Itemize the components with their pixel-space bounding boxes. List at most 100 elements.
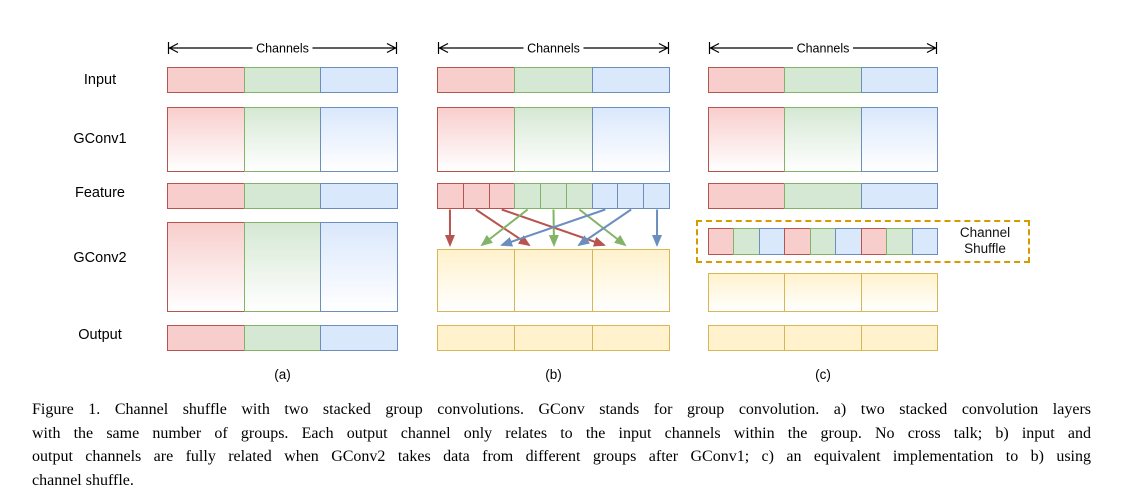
channels-label: Channels xyxy=(797,42,850,56)
channel-group-green xyxy=(565,183,593,209)
input-bar xyxy=(167,67,399,93)
channel-group-green xyxy=(784,183,862,209)
gconv2-bar xyxy=(167,222,399,312)
output-bar xyxy=(708,325,938,351)
channel-group-blue xyxy=(320,67,399,93)
output-bar xyxy=(167,325,399,351)
channel-group-red xyxy=(708,228,735,255)
channel-group-yellow xyxy=(860,273,938,312)
channel-group-green xyxy=(243,325,322,351)
row-label-output: Output xyxy=(78,327,122,343)
channel-group-green xyxy=(784,67,862,93)
row-label-input: Input xyxy=(83,72,117,88)
shuffle-arrows xyxy=(444,208,663,247)
channel-shuffle-label-line2: Shuffle xyxy=(964,240,1006,256)
channel-group-green xyxy=(784,107,862,172)
channel-group-green xyxy=(243,183,322,209)
channel-group-yellow xyxy=(514,325,593,351)
channels-span-arrow: Channels xyxy=(167,41,398,56)
channel-group-blue xyxy=(320,222,399,312)
gconv2-bar xyxy=(437,249,670,312)
panel-label-a: (a) xyxy=(274,367,291,382)
row-label-feature: Feature xyxy=(75,185,125,201)
gconv1-bar xyxy=(437,107,670,172)
channel-group-yellow xyxy=(591,325,670,351)
caption-line-3: output channels are fully related when G… xyxy=(32,448,1091,465)
figure-caption: Figure 1. Channel shuffle with two stack… xyxy=(32,398,1091,492)
input-bar xyxy=(437,67,670,93)
channel-group-blue xyxy=(911,228,938,255)
channel-group-yellow xyxy=(784,273,862,312)
channels-label: Channels xyxy=(527,42,580,56)
row-label-gconv1: GConv1 xyxy=(73,131,127,147)
channel-group-yellow xyxy=(591,249,670,312)
channel-group-blue xyxy=(758,228,786,255)
channel-group-green xyxy=(809,228,837,255)
channel-group-blue xyxy=(591,107,670,172)
channel-group-red xyxy=(167,325,245,351)
channel-group-blue xyxy=(617,183,645,209)
shuffled-channels-bar xyxy=(708,228,938,255)
channel-group-blue xyxy=(860,183,938,209)
channel-group-blue xyxy=(591,67,670,93)
gconv1-bar xyxy=(167,107,399,172)
channel-group-blue xyxy=(643,183,671,209)
channel-shuffle-dashed-box xyxy=(696,220,1030,263)
caption-line-2: with the same number of groups. Each out… xyxy=(32,424,1091,442)
feature-bar xyxy=(708,183,938,209)
channel-group-yellow xyxy=(437,249,516,312)
channel-group-blue xyxy=(591,183,619,209)
channel-group-red xyxy=(462,183,490,209)
channel-group-red xyxy=(708,67,786,93)
channel-group-green xyxy=(514,183,542,209)
channel-group-yellow xyxy=(784,325,862,351)
channels-label: Channels xyxy=(256,42,309,56)
caption-line-1: Figure 1. Channel shuffle with two stack… xyxy=(32,401,1091,418)
input-bar xyxy=(708,67,938,93)
channel-group-blue xyxy=(320,107,399,172)
shuffle-arrow-blue-6-to-2 xyxy=(500,208,606,247)
channel-group-red xyxy=(784,228,811,255)
channel-group-green xyxy=(243,107,322,172)
channel-group-blue xyxy=(320,325,399,351)
channel-group-yellow xyxy=(437,325,516,351)
shuffle-arrow-blue-7-to-5 xyxy=(577,208,632,247)
row-label-gconv2: GConv2 xyxy=(73,250,127,266)
channel-group-yellow xyxy=(514,249,593,312)
channel-group-green xyxy=(243,67,322,93)
channel-group-green xyxy=(243,222,322,312)
channel-shuffle-label-line1: Channel xyxy=(959,225,1011,240)
caption-line-4: channel shuffle. xyxy=(32,471,134,489)
output-bar xyxy=(437,325,670,351)
channel-group-green xyxy=(733,228,760,255)
channel-group-red xyxy=(437,67,516,93)
channel-group-red xyxy=(708,107,786,172)
channel-group-yellow xyxy=(860,325,938,351)
channel-group-red xyxy=(488,183,516,209)
channels-span-arrow: Channels xyxy=(708,41,938,56)
panel-label-c: (c) xyxy=(815,367,831,382)
channel-group-blue xyxy=(860,67,938,93)
channel-group-blue xyxy=(320,183,399,209)
channel-group-green xyxy=(886,228,913,255)
channel-group-red xyxy=(167,183,245,209)
channel-group-red xyxy=(437,107,516,172)
channel-group-red xyxy=(437,183,464,209)
gconv1-bar xyxy=(708,107,938,172)
shuffle-arrow-green-3-to-1 xyxy=(480,208,529,247)
channel-group-red xyxy=(167,107,245,172)
channel-group-blue xyxy=(860,107,938,172)
channel-group-yellow xyxy=(708,325,786,351)
channel-group-blue xyxy=(835,228,862,255)
channel-group-red xyxy=(167,222,245,312)
channel-group-green xyxy=(514,107,593,172)
channel-group-red xyxy=(860,228,888,255)
channel-group-red xyxy=(708,183,786,209)
feature-bar xyxy=(437,183,671,209)
channel-group-yellow xyxy=(708,273,786,312)
gconv2-bar xyxy=(708,273,938,312)
channel-group-green xyxy=(514,67,593,93)
feature-bar xyxy=(167,183,399,209)
